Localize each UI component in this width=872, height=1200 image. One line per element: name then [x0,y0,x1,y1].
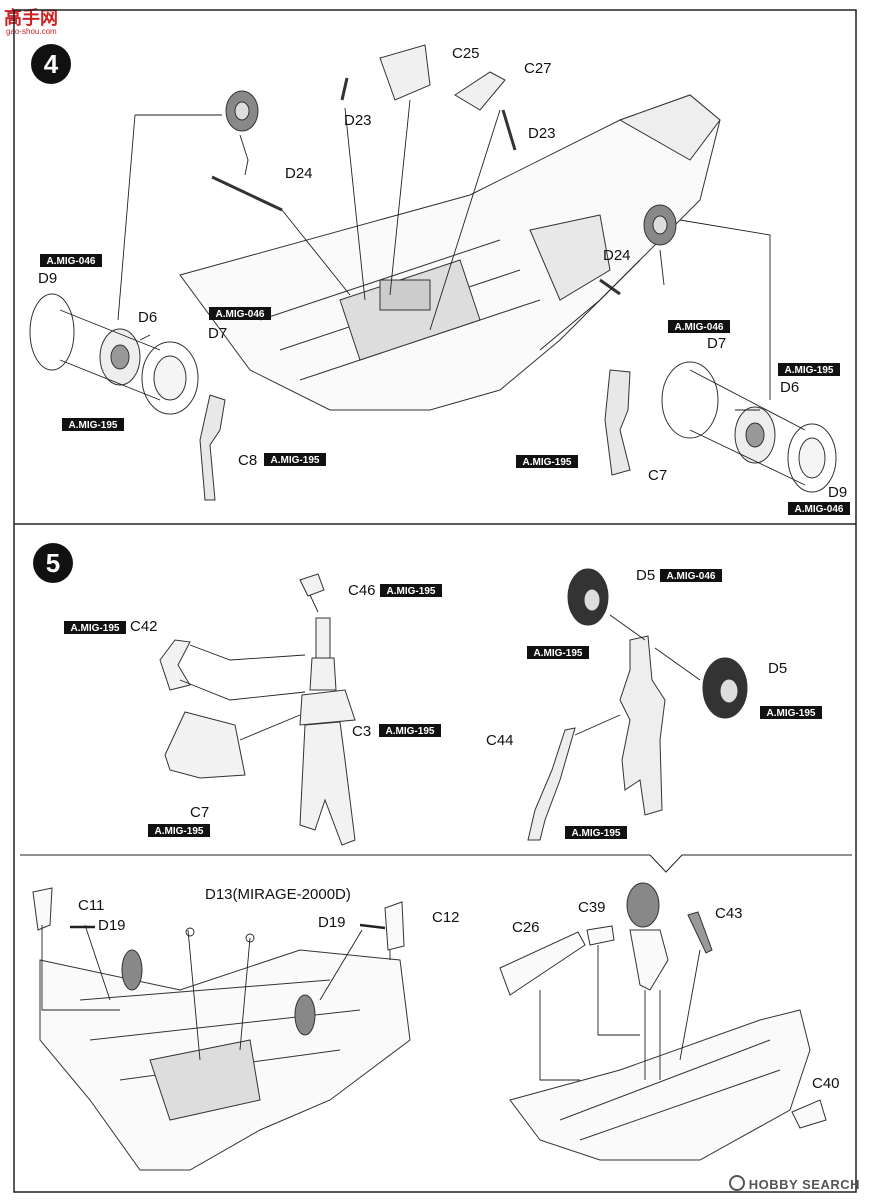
step5-badge-f: A.MIG-195 [527,646,589,659]
step6-part-d13: D13(MIRAGE-2000D) [205,886,351,903]
step5-right-leaders [574,614,701,736]
step5-badge-c: A.MIG-195 [379,724,441,737]
svg-text:A.MIG-195: A.MIG-195 [523,457,572,468]
step6: C11 D19 D13(MIRAGE-2000D) D19 C12 C26 C3… [32,882,840,1171]
step4-part-d23-b: D23 [528,125,556,142]
step6-part-c12: C12 [432,909,460,926]
step4-part-d9-a: D9 [38,270,57,287]
step4-part-c7: C7 [648,467,667,484]
step5-part-c3: C3 [352,723,371,740]
svg-text:A.MIG-195: A.MIG-195 [271,455,320,466]
step4-left-wheel [29,293,226,501]
step6-part-c11: C11 [78,897,104,914]
step5-badge-a: A.MIG-195 [380,584,442,597]
step4-right-wheel [604,361,837,493]
step5-badge-b: A.MIG-195 [64,621,126,634]
step6-part-d19-a: D19 [98,917,126,934]
watermark-logo: 高手网 [4,8,58,28]
svg-text:A.MIG-046: A.MIG-046 [667,571,716,582]
step5-right-assembly [527,568,748,841]
svg-text:A.MIG-195: A.MIG-195 [155,826,204,837]
step4-number: 4 [44,49,59,79]
step5-part-c44: C44 [486,732,514,749]
step5-part-d5-b: D5 [768,660,787,677]
step4-part-d24-b: D24 [603,247,631,264]
step4-badge-h: A.MIG-046 [788,502,850,515]
step4-badge-e: A.MIG-046 [668,320,730,333]
svg-text:A.MIG-195: A.MIG-195 [69,420,118,431]
step4-badge-c: A.MIG-195 [62,418,124,431]
step5-part-c7: C7 [190,804,209,821]
step5-left-assembly [159,573,356,846]
step4-part-d23-a: D23 [344,112,372,129]
step4-part-d6-a: D6 [138,309,157,326]
svg-text:A.MIG-046: A.MIG-046 [47,256,96,267]
step4-part-d6-b: D6 [780,379,799,396]
step5-divider [20,854,852,873]
step4-badge-f: A.MIG-195 [778,363,840,376]
step4-part-d7-b: D7 [707,335,726,352]
step5-badge-h: A.MIG-195 [565,826,627,839]
step6-part-c43: C43 [715,905,743,922]
step5-badge-e: A.MIG-046 [660,569,722,582]
page-frame [13,9,857,1193]
step6-part-c40: C40 [812,1075,840,1092]
footer-watermark: HOBBY SEARCH [728,1175,860,1192]
hobbysearch-logo-icon [728,1175,745,1191]
footer-watermark-text: HOBBY SEARCH [748,1177,860,1192]
step4-part-c27: C27 [524,60,552,77]
step5-left-leaders [179,594,319,741]
step5-part-c46: C46 [348,582,376,599]
step5-badge-d: A.MIG-195 [148,824,210,837]
step6-right-airframe [499,882,827,1161]
step5-part-c42: C42 [130,618,158,635]
step5-part-d5-a: D5 [636,567,655,584]
step4-leader-lines [59,99,806,486]
step5-number: 5 [46,548,60,578]
step4-airframe [179,94,721,411]
step4: 4 [29,44,850,515]
step6-part-c39: C39 [578,899,606,916]
step4-part-c25: C25 [452,45,480,62]
step6-left-leaders [41,923,391,1061]
svg-text:A.MIG-195: A.MIG-195 [387,586,436,597]
svg-text:A.MIG-195: A.MIG-195 [572,828,621,839]
step6-left-airframe [32,887,411,1171]
step4-badge-g: A.MIG-195 [516,455,578,468]
step4-part-d9-b: D9 [828,484,847,501]
svg-text:A.MIG-046: A.MIG-046 [216,309,265,320]
step4-circle [31,44,71,84]
step6-part-d19-b: D19 [318,914,346,931]
step4-badge-a: A.MIG-046 [40,254,102,267]
step4-part-d7-a: D7 [208,325,227,342]
svg-text:A.MIG-195: A.MIG-195 [71,623,120,634]
step4-part-c8: C8 [238,452,257,469]
step5: 5 [33,543,822,846]
step4-badge-d: A.MIG-195 [264,453,326,466]
watermark-site: gao-shou.com [6,27,57,36]
step6-part-c26: C26 [512,919,540,936]
step6-right-leaders [539,945,701,1081]
svg-text:A.MIG-046: A.MIG-046 [795,504,844,515]
step4-badge-b: A.MIG-046 [209,307,271,320]
svg-text:A.MIG-046: A.MIG-046 [675,322,724,333]
step5-badge-g: A.MIG-195 [760,706,822,719]
svg-text:A.MIG-195: A.MIG-195 [534,648,583,659]
svg-text:A.MIG-195: A.MIG-195 [386,726,435,737]
step5-circle [33,543,73,583]
step4-part-d24-a: D24 [285,165,313,182]
svg-text:A.MIG-195: A.MIG-195 [767,708,816,719]
step4-top-parts [211,44,677,296]
svg-text:A.MIG-195: A.MIG-195 [785,365,834,376]
